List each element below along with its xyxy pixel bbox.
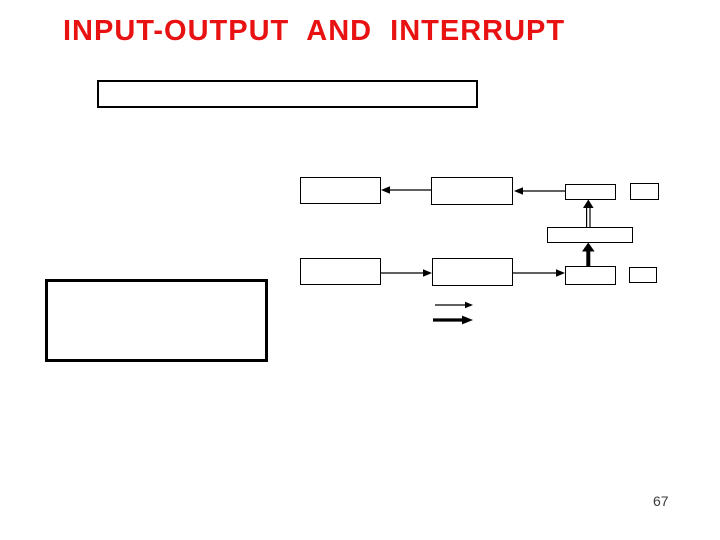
header-placeholder-box [97, 80, 478, 108]
arrow-bottom-left-to-bottom-middle-icon [381, 269, 432, 277]
diagram-box-top-middle [431, 177, 513, 205]
page-number: 67 [653, 493, 669, 509]
diagram-box-bottom-far-right [629, 267, 657, 283]
large-placeholder-box [45, 279, 268, 362]
legend-thin-arrow-icon [435, 301, 473, 309]
arrow-double-up-icon [583, 199, 594, 227]
diagram-box-top-right [565, 184, 616, 200]
diagram-box-bottom-middle [432, 258, 513, 286]
arrow-top-right-to-top-middle-icon [514, 187, 565, 195]
diagram-box-top-far-right [630, 183, 659, 200]
slide-title: INPUT-OUTPUT AND INTERRUPT [63, 15, 566, 47]
diagram-box-bottom-left [300, 258, 381, 285]
diagram-box-top-left [300, 177, 381, 204]
diagram-box-bottom-right [565, 266, 616, 285]
arrow-top-middle-to-top-left-icon [381, 186, 431, 194]
arrow-thick-up-icon [582, 242, 595, 266]
arrow-bottom-middle-to-bottom-right-icon [513, 269, 565, 277]
diagram-box-middle-wide [547, 227, 633, 243]
legend-thick-arrow-icon [433, 315, 473, 325]
